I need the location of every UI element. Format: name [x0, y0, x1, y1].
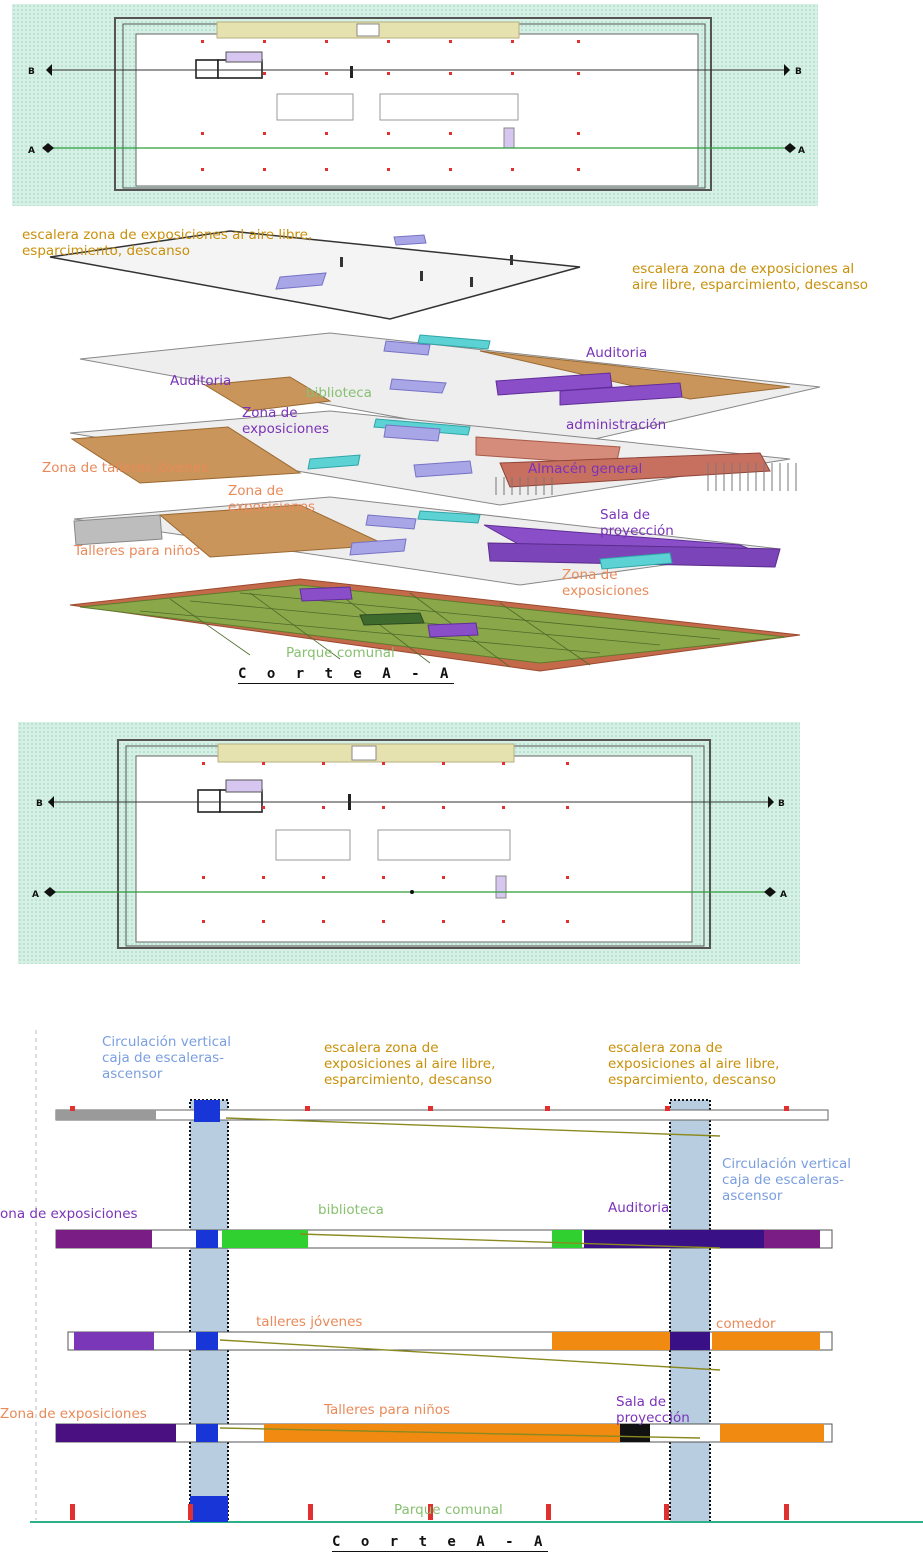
- plan-bottom-label-a-right: A: [780, 890, 787, 900]
- iso-label-sala-proyeccion: Sala de proyección: [600, 507, 674, 539]
- plan-top-label-a-right: A: [798, 146, 805, 156]
- iso-label-almacen-general: Almacén general: [528, 461, 643, 477]
- section-label-circulacion-right: Circulación vertical caja de escaleras-a…: [722, 1156, 852, 1204]
- floor-plan-top-drawing: B B A A: [28, 17, 805, 191]
- section-label-zona-exposiciones-bottom: Zona de exposiciones: [0, 1406, 147, 1422]
- iso-label-biblioteca: biblioteca: [306, 385, 372, 401]
- iso-label-escalera-right: escalera zona de exposiciones al aire li…: [632, 261, 869, 293]
- section-label-talleres-jovenes: talleres jóvenes: [256, 1314, 363, 1330]
- corte-title-top: C o r t e A - A: [238, 666, 455, 684]
- section-label-comedor: comedor: [716, 1316, 776, 1332]
- iso-label-auditoria-left: Auditoria: [170, 373, 232, 389]
- plan-top-label-a-left: A: [28, 146, 35, 156]
- isometric-exploded-view: escalera zona de exposiciones al aire li…: [0, 215, 923, 715]
- iso-label-parque-comunal: Parque comunal: [286, 645, 395, 661]
- iso-label-administracion: administración: [566, 417, 667, 433]
- plan-bottom-label-b-right: B: [778, 799, 785, 809]
- floor-plan-bottom: B B A A: [18, 722, 800, 964]
- iso-label-zona-exposiciones-2: Zona de exposiciones: [228, 483, 315, 515]
- section-label-auditoria: Auditoria: [608, 1200, 670, 1216]
- iso-label-zona-exposiciones-1: Zona de exposiciones: [242, 405, 329, 437]
- iso-label-escalera-left: escalera zona de exposiciones al aire li…: [22, 227, 313, 259]
- floor-plan-bottom-drawing: B B A A: [32, 739, 787, 949]
- section-label-escalera-right: escalera zona de exposiciones al aire li…: [608, 1040, 780, 1088]
- isometric-drawing: [49, 230, 821, 672]
- corte-title-bottom: C o r t e A - A: [332, 1534, 549, 1552]
- floor-plan-top: B B A A: [12, 4, 818, 206]
- section-label-escalera-mid: escalera zona de exposiciones al aire li…: [324, 1040, 496, 1088]
- iso-label-zona-exposiciones-3: Zona de exposiciones: [562, 567, 649, 599]
- plan-top-label-b-right: B: [795, 67, 802, 77]
- iso-label-auditoria-right: Auditoria: [586, 345, 648, 361]
- iso-label-zona-talleres-jovenes: Zona de talleres jóvenes: [42, 460, 209, 476]
- section-drawing: [30, 1030, 923, 1523]
- section-label-circulacion-left: Circulación vertical caja de escaleras-a…: [102, 1034, 232, 1082]
- section-label-zona-exposiciones-top: ona de exposiciones: [0, 1206, 138, 1222]
- section-a-a: Circulación vertical caja de escaleras-a…: [0, 1030, 923, 1555]
- plan-bottom-label-b-left: B: [36, 799, 43, 809]
- section-label-biblioteca: biblioteca: [318, 1202, 384, 1218]
- iso-label-talleres-ninos: Talleres para niños: [74, 543, 201, 559]
- section-label-talleres-ninos: Talleres para niños: [324, 1402, 451, 1418]
- plan-top-label-b-left: B: [28, 67, 35, 77]
- section-label-parque-comunal: Parque comunal: [394, 1502, 503, 1518]
- plan-bottom-label-a-left: A: [32, 890, 39, 900]
- section-label-sala-proyeccion: Sala de proyección: [616, 1394, 690, 1426]
